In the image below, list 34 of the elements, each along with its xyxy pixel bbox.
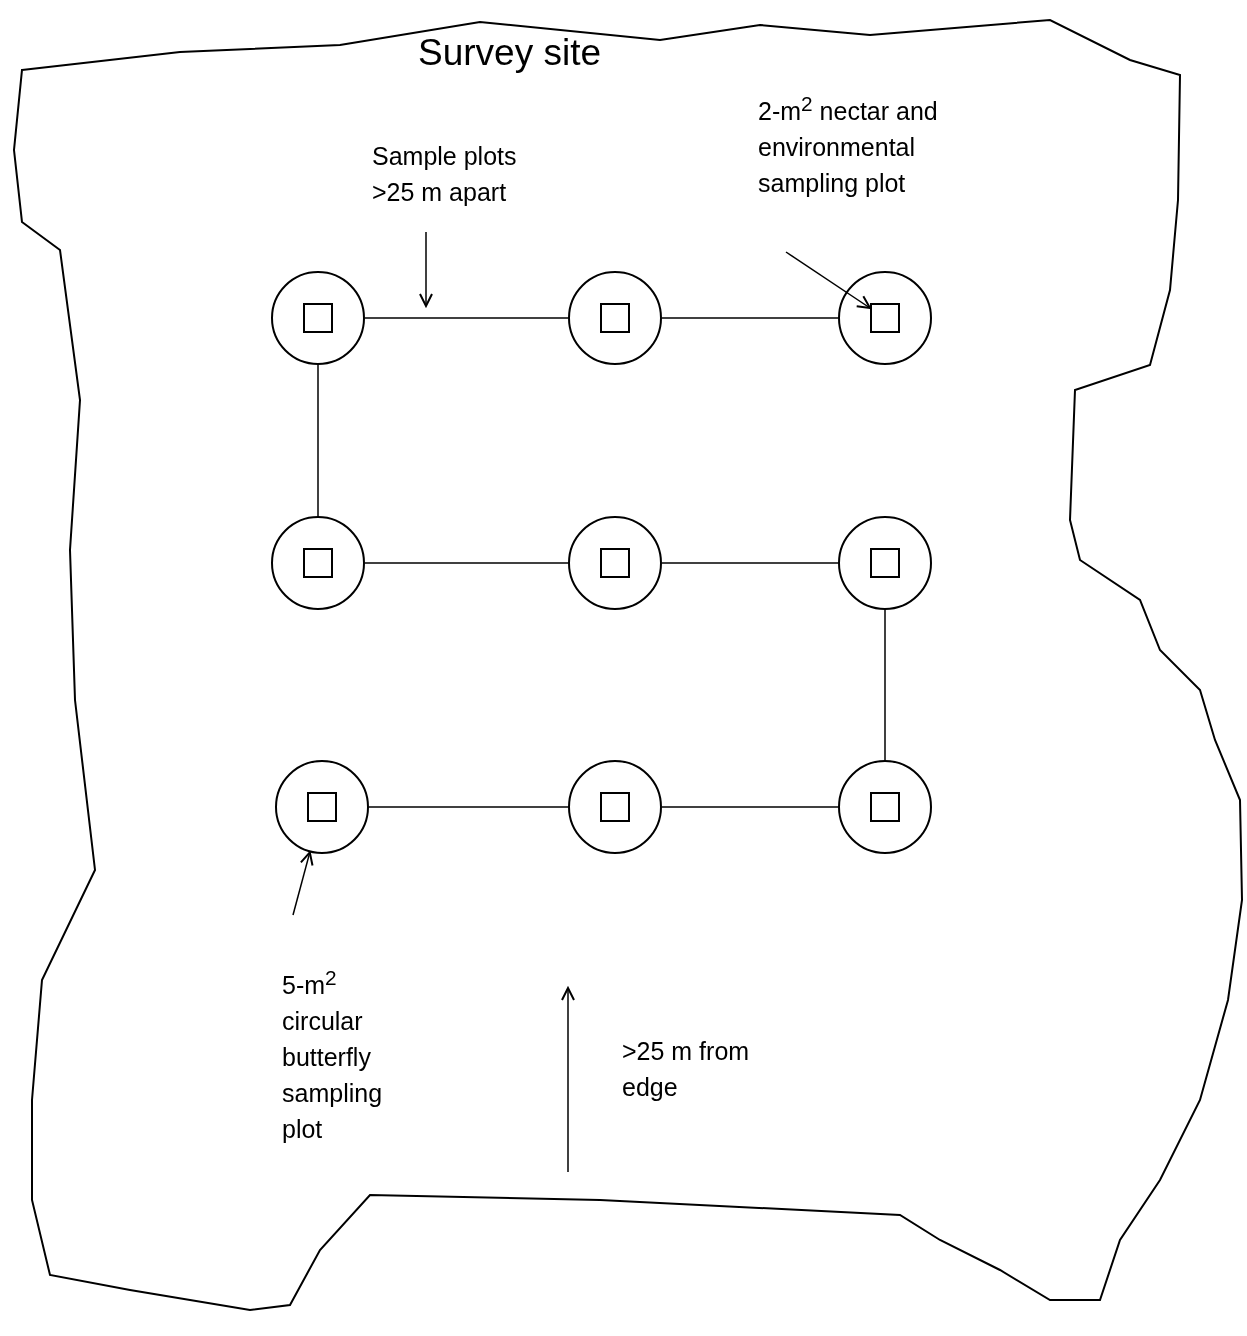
annotation-text: Sample plots >25 m apart xyxy=(372,138,542,222)
connector-line xyxy=(364,562,569,564)
sampling-plot-circle xyxy=(568,271,662,365)
sampling-plot-circle xyxy=(838,760,932,854)
sampling-plot-circle xyxy=(271,271,365,365)
connector-line xyxy=(317,364,319,517)
sampling-plot-square xyxy=(307,792,337,822)
sampling-plot-square xyxy=(870,303,900,333)
connector-line xyxy=(661,562,839,564)
annotation-text: 5-m$^{2}$ circular butterfly sampling plot xyxy=(282,960,422,1160)
site-title: Survey site xyxy=(418,32,601,74)
sampling-plot-circle xyxy=(271,516,365,610)
sampling-plot-square xyxy=(303,303,333,333)
leader-line xyxy=(785,251,871,309)
connector-line xyxy=(661,317,839,319)
connector-line xyxy=(368,806,569,808)
sampling-plot-circle xyxy=(568,760,662,854)
leader-line xyxy=(292,851,314,916)
sampling-plot-square xyxy=(600,792,630,822)
connector-line xyxy=(661,806,839,808)
connector-line xyxy=(884,609,886,761)
sampling-plot-circle xyxy=(838,271,932,365)
measurement-note: >25 m from edge xyxy=(622,1036,751,1103)
sampling-plot-circle xyxy=(568,516,662,610)
sampling-plot-square xyxy=(870,792,900,822)
sampling-plot-circle xyxy=(275,760,369,854)
sampling-plot-square xyxy=(600,303,630,333)
sampling-plot-square xyxy=(600,548,630,578)
connector-line xyxy=(364,317,569,319)
leader-line xyxy=(419,231,433,307)
annotation-text: 2-m$^{2}$ nectar and environmental sampling plot xyxy=(758,86,998,236)
sampling-plot-square xyxy=(303,548,333,578)
sampling-plot-square xyxy=(870,548,900,578)
sampling-plot-circle xyxy=(838,516,932,610)
